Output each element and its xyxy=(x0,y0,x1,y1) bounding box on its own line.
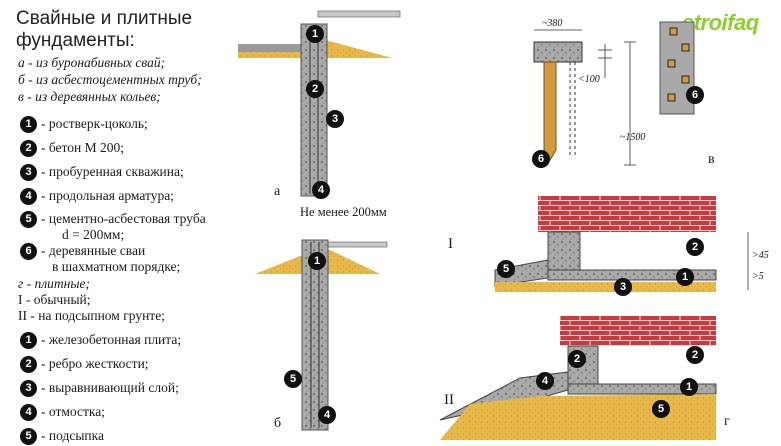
legend-pile-6-line2: в шахматном порядке; xyxy=(52,259,181,274)
page-title: Свайные и плитные фундаменты: xyxy=(16,8,192,52)
badge-a-1: 1 xyxy=(306,25,324,43)
pile-b xyxy=(255,239,388,431)
legend-plate-2: 2- ребро жесткости; xyxy=(20,355,149,373)
legend-pile-6: 6- деревянные сваи xyxy=(20,242,145,260)
plate-heading: г - плитные; xyxy=(18,276,90,291)
plate-i xyxy=(494,196,749,292)
label-b: б xyxy=(274,416,282,431)
legend-plate-3: 3- выравнивающий слой; xyxy=(20,379,179,397)
badge-i-1: 1 xyxy=(676,268,694,286)
badge-ii-1: 1 xyxy=(680,378,698,396)
legend-pile-5: 5- цементно-асбестовая труба xyxy=(20,210,206,228)
plate-type-1: I - обычный; xyxy=(18,292,91,307)
subtitle-a: а - из буронабивных свай; xyxy=(18,55,166,70)
plate-ii xyxy=(439,316,717,440)
label-g: г xyxy=(724,414,730,429)
badge-a-3: 3 xyxy=(326,110,344,128)
label-a: а xyxy=(274,184,281,199)
badge-i-2: 2 xyxy=(686,238,704,256)
badge-ii-5: 5 xyxy=(652,400,670,418)
badge-b-1: 1 xyxy=(308,252,326,270)
dim-1500: ~1500 xyxy=(620,132,646,143)
label-v: в xyxy=(708,152,715,167)
legend-pile-1: 1- ростверк-цоколь; xyxy=(20,115,148,133)
legend-pile-5-line2: d = 200мм; xyxy=(62,227,125,242)
legend-plate-5: 5- подсыпка xyxy=(20,427,104,445)
dim-100: <100 xyxy=(578,74,600,85)
plate-type-2: II - на подсыпном грунте; xyxy=(18,308,165,323)
legend-plate-1: 1- железобетонная плита; xyxy=(20,331,181,349)
badge-v-6b: 6 xyxy=(686,86,704,104)
badge-v-6a: 6 xyxy=(532,150,550,168)
subtitle-v: в - из деревянных кольев; xyxy=(18,89,161,104)
badge-b-4: 4 xyxy=(318,406,336,424)
badge-a-2: 2 xyxy=(306,80,324,98)
legend-pile-2: 2- бетон М 200; xyxy=(20,139,124,157)
badge-a-4: 4 xyxy=(312,181,330,199)
subtitle-b: б - из асбестоцементных труб; xyxy=(18,72,202,87)
dim-45: >45 xyxy=(752,250,769,261)
badge-b-5: 5 xyxy=(284,370,302,388)
site-logo: stroifaq xyxy=(682,10,759,35)
legend-pile-4: 4- продольная арматура; xyxy=(20,187,174,205)
dim-5: >5 xyxy=(752,271,764,282)
title-line-1: Свайные и плитные xyxy=(16,8,193,29)
badge-ii-4: 4 xyxy=(536,372,554,390)
label-II: II xyxy=(444,392,454,408)
note-min-depth: Не менее 200мм xyxy=(300,205,387,219)
badge-ii-2a: 2 xyxy=(568,350,586,368)
badge-i-5: 5 xyxy=(497,260,515,278)
label-I: I xyxy=(448,236,453,252)
dim-380: ~380 xyxy=(542,18,563,29)
legend-plate-4: 4- отмостка; xyxy=(20,403,105,421)
pile-a xyxy=(238,10,401,197)
badge-i-3: 3 xyxy=(614,278,632,296)
badge-ii-2b: 2 xyxy=(686,346,704,364)
title-line-2: фундаменты: xyxy=(16,30,135,51)
pile-v xyxy=(533,21,695,166)
legend-pile-3: 3- пробуренная скважина; xyxy=(20,163,184,181)
